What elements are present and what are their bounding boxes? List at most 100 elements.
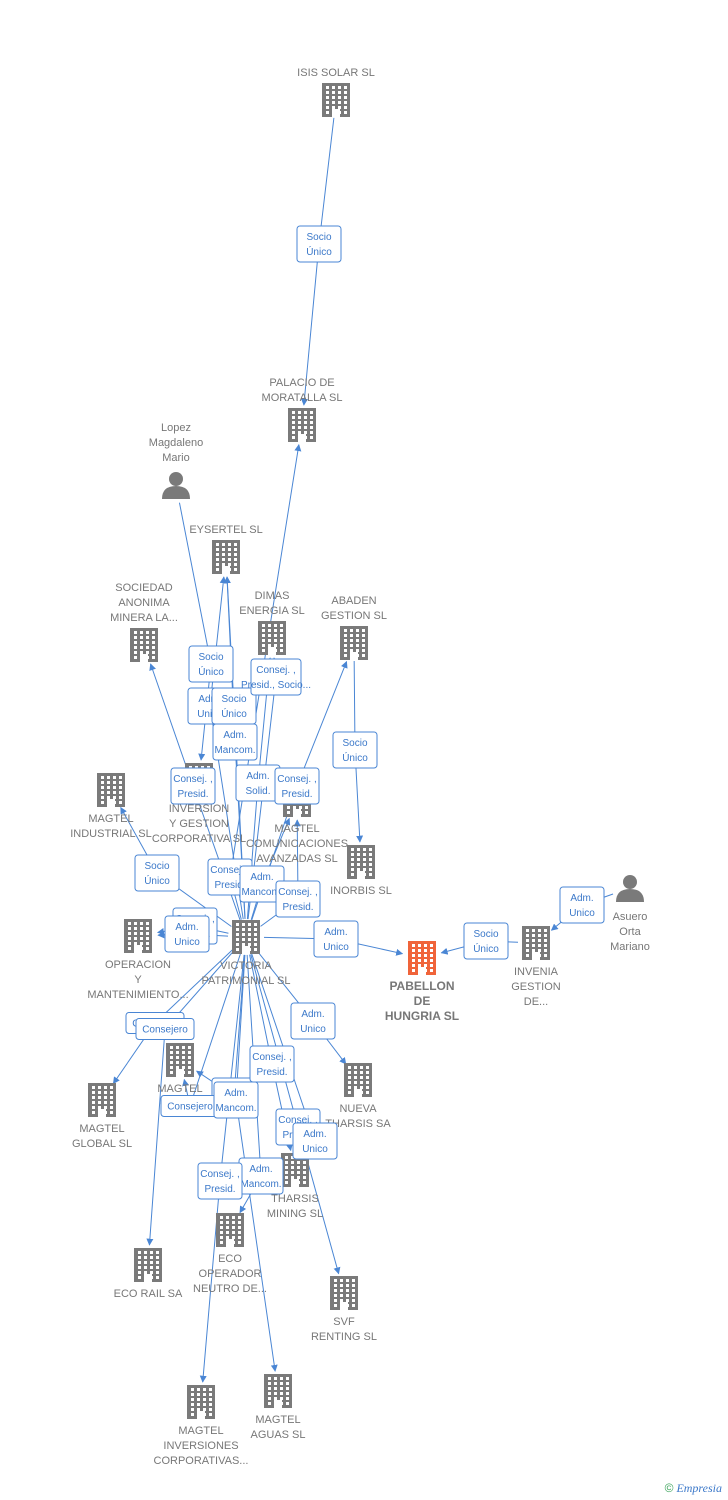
node-label: INDUSTRIAL SL — [70, 828, 152, 840]
copyright-symbol: © — [664, 1481, 674, 1495]
edge-label-box[interactable]: Adm.Unico — [164, 915, 210, 953]
edge-label-box[interactable]: Adm.Unico — [559, 886, 605, 924]
edge-label-frame — [134, 854, 180, 892]
building-icon — [522, 926, 550, 960]
node-magtel_inv[interactable]: MAGTELINVERSIONESCORPORATIVAS... — [154, 1385, 249, 1467]
edge-label-text: Presid. — [282, 902, 313, 913]
node-label: GESTION — [511, 981, 561, 993]
node-label: MAGTEL — [88, 813, 133, 825]
node-label: DE — [414, 994, 431, 1008]
edge-label-box[interactable]: Adm.Mancom. — [213, 1081, 259, 1119]
node-magtel_ind[interactable]: MAGTEL INDUSTRIAL SL — [70, 773, 152, 840]
edge-label-text: Unico — [569, 908, 595, 919]
edge-label-box[interactable]: Consej. ,Presid. — [274, 767, 320, 805]
edge-label-text: Único — [306, 245, 332, 258]
edge-label-text: Adm. — [249, 1164, 272, 1175]
building-icon — [322, 83, 350, 117]
edge-label-box[interactable]: Adm.Unico — [292, 1122, 338, 1160]
footer-brand: ©Empresia — [665, 1481, 722, 1496]
edge-label-text: Presid. — [204, 1184, 235, 1195]
node-operacion[interactable]: OPERACIONYMANTENIMIENTO... — [87, 919, 189, 1001]
node-label: Lopez — [161, 422, 191, 434]
node-magtel_global[interactable]: MAGTEL GLOBAL SL — [72, 1083, 132, 1150]
node-eysertel[interactable]: EYSERTEL SL — [189, 524, 263, 574]
person-icon — [162, 472, 190, 499]
edge-label-box[interactable]: Consej. ,Presid. — [249, 1045, 295, 1083]
edge-label-frame — [559, 886, 605, 924]
node-label: THARSIS — [271, 1193, 319, 1205]
node-label: OPERADOR — [199, 1268, 262, 1280]
edge-label-box[interactable]: Consej. , Presid. — [275, 880, 321, 918]
node-eco_rail[interactable]: ECO RAIL SA — [114, 1248, 183, 1300]
edge-label-text: Socio — [198, 652, 223, 663]
edge-label-box[interactable]: Adm.Solid. — [235, 764, 281, 802]
edge-label-box[interactable]: Adm.Unico — [290, 1002, 336, 1040]
edge-label-box[interactable]: Consejero — [135, 1018, 195, 1040]
edge-label-box[interactable]: Adm.Mancom. — [212, 723, 258, 761]
edge-label-text: Consej. , — [278, 887, 317, 898]
edge-label-text: Adm. — [324, 927, 347, 938]
edge-label-text: Socio — [306, 232, 331, 243]
building-icon — [88, 1083, 116, 1117]
edge-label-box[interactable]: Adm.Unico — [313, 920, 359, 958]
node-label: MINING SL — [267, 1208, 323, 1220]
edge-label-text: Socio — [221, 694, 246, 705]
edge-label-text: Mancom. — [241, 887, 282, 898]
edge-label-text: Adm. — [301, 1009, 324, 1020]
node-label: DIMAS — [255, 590, 290, 602]
edge-label-text: Consej. , — [278, 1115, 317, 1126]
node-label: MAGTEL — [157, 1083, 202, 1095]
node-label: OPERACION — [105, 959, 171, 971]
node-label: DE... — [524, 996, 548, 1008]
node-label: NEUTRO DE... — [193, 1283, 267, 1295]
edge-label-text: Adm. — [246, 771, 269, 782]
node-invenia[interactable]: INVENIAGESTIONDE... — [511, 926, 561, 1008]
node-dimas[interactable]: DIMAS ENERGIA SL — [239, 590, 305, 655]
edge-label-text: Presid. — [281, 789, 312, 800]
edge-label-box[interactable]: Consej. ,Presid., Socio... — [241, 658, 311, 696]
brand-logo[interactable]: Empresia — [676, 1481, 722, 1495]
edge-label-box[interactable]: Consejero — [160, 1095, 220, 1117]
edge-label-box[interactable]: Consej. ,Presid. — [197, 1162, 243, 1200]
node-label: MAGTEL — [255, 1414, 300, 1426]
edge-label-frame — [164, 915, 210, 953]
node-label: PABELLON — [389, 979, 454, 993]
edge-label-text: Presid. — [214, 880, 245, 891]
edge-label-text: Consej. , — [210, 865, 249, 876]
building-icon — [134, 1248, 162, 1282]
node-isis[interactable]: ISIS SOLAR SL — [297, 67, 375, 117]
node-inorbis[interactable]: INORBIS SL — [330, 845, 392, 897]
node-label: GLOBAL SL — [72, 1138, 132, 1150]
edge-label-text: Mancom. — [215, 1103, 256, 1114]
edge-label-text: Consej. , — [173, 774, 212, 785]
node-label: NUEVA — [339, 1103, 377, 1115]
node-label: ENERGIA SL — [239, 605, 304, 617]
edge-label-text: Único — [342, 751, 368, 764]
node-label: PATRIMONIAL SL — [201, 975, 290, 987]
edge-label-box[interactable]: Adm.Mancom. — [238, 1157, 284, 1195]
building-icon — [212, 540, 240, 574]
node-label: MAGTEL — [79, 1123, 124, 1135]
node-label: Mariano — [610, 941, 650, 953]
node-label: MAGTEL — [178, 1425, 223, 1437]
edge-label-frame — [290, 1002, 336, 1040]
building-icon — [330, 1276, 358, 1310]
edge-label-box[interactable]: Consej. ,Presid. — [170, 767, 216, 805]
